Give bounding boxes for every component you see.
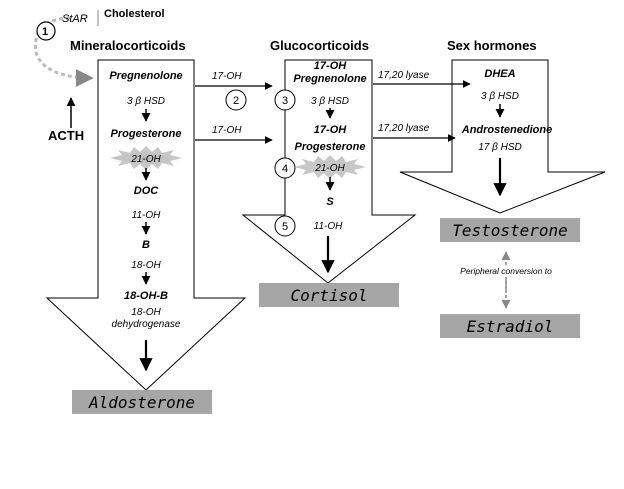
step-1-circle: [36, 21, 56, 41]
mineral-11oh: 11-OH: [132, 210, 161, 221]
link-17oh-a: 17-OH: [212, 71, 242, 82]
mineral-pathway: Pregnenolone 3 β HSD Progesterone 21-OH …: [106, 70, 186, 372]
header-sex-hormones: Sex hormones: [447, 38, 537, 53]
gluco-21oh-star: [294, 155, 366, 179]
gluco-17oh-preg-line1: 17-OH: [314, 60, 347, 72]
sex-androstenedione: Androstenedione: [461, 124, 552, 136]
testosterone-label: Testosterone: [452, 221, 568, 240]
peripheral-label: Peripheral conversion to: [460, 266, 552, 276]
link-lyase-2-label: 17,20 lyase: [378, 123, 430, 134]
pathway-links: 17-OH 17-OH 17,20 lyase 17,20 lyase: [195, 70, 471, 144]
step-3-number: 3: [282, 95, 288, 107]
mineral-18oh: 18-OH: [131, 260, 161, 271]
cortisol-label: Cortisol: [290, 286, 367, 305]
mineral-dehydrogenase-line2: dehydrogenase: [112, 319, 181, 330]
acth-label: ACTH: [48, 128, 84, 143]
mineral-b: B: [142, 239, 150, 251]
mineral-doc: DOC: [134, 185, 160, 197]
gluco-3bhsd: 3 β HSD: [311, 96, 349, 107]
gluco-pathway: 17-OH Pregnenolone 3 β HSD 17-OH Progest…: [293, 60, 367, 274]
link-lyase-1-label: 17,20 lyase: [378, 70, 430, 81]
peripheral-bg: [450, 265, 562, 277]
mineral-18ohb: 18-OH-B: [124, 290, 168, 302]
gluco-17oh-prog-line1: 17-OH: [314, 124, 347, 136]
step-2-circle: [225, 89, 247, 111]
step-5-circle: [274, 215, 296, 237]
link-17oh-b: 17-OH: [212, 125, 242, 136]
mineral-progesterone: Progesterone: [111, 128, 182, 140]
gluco-17oh-preg-line2: Pregnenolone: [293, 73, 366, 85]
step-3-circle: [274, 89, 296, 111]
gluco-11oh: 11-OH: [314, 221, 343, 232]
aldosterone-label: Aldosterone: [88, 393, 195, 412]
mineral-dehydrogenase-line1: 18-OH: [131, 307, 161, 318]
cortisol-box: [259, 283, 399, 307]
sex-dhea: DHEA: [484, 68, 515, 80]
gluco-21oh: 21-OH: [314, 163, 345, 174]
header-mineralocorticoids: Mineralocorticoids: [70, 38, 186, 53]
mineral-pregnenolone: Pregnenolone: [109, 70, 182, 82]
step-4-number: 4: [282, 163, 288, 175]
mineral-21oh-star: [110, 146, 182, 170]
star-region: StAR Cholesterol 1 ACTH: [33, 8, 165, 143]
step-4-circle: [274, 157, 296, 179]
header-glucocorticoids: Glucocorticoids: [270, 38, 369, 53]
step-5-number: 5: [282, 221, 288, 233]
estradiol-box: [440, 314, 580, 338]
step-2-number: 2: [233, 95, 239, 107]
star-label: StAR: [62, 13, 88, 25]
sex-big-arrow: [399, 59, 606, 214]
gluco-s: S: [326, 196, 334, 208]
sex-3bhsd: 3 β HSD: [481, 91, 519, 102]
mineral-21oh: 21-OH: [130, 154, 161, 165]
mineral-3bhsd: 3 β HSD: [127, 96, 165, 107]
star-dashed-arrow: [33, 16, 94, 87]
aldosterone-box: [72, 390, 212, 414]
sex-17bhsd: 17 β HSD: [478, 142, 522, 153]
testosterone-box: [440, 218, 580, 242]
gluco-17oh-prog-line2: Progesterone: [295, 141, 366, 153]
cholesterol-label: Cholesterol: [104, 8, 165, 20]
step-1-number: 1: [42, 26, 48, 38]
sex-pathway: DHEA 3 β HSD Androstenedione 17 β HSD: [461, 68, 552, 197]
estradiol-label: Estradiol: [467, 317, 554, 336]
